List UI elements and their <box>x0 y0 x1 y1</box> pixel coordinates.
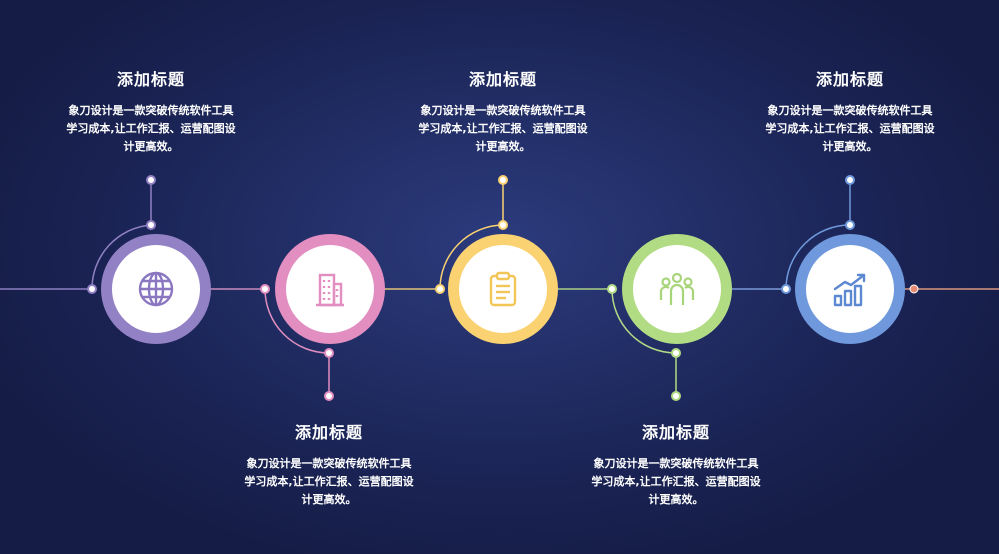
step-node-4 <box>622 234 732 344</box>
step-4-text: 添加标题 象刀设计是一款突破传统软件工具学习成本,让工作汇报、运营配图设计更高效… <box>576 423 776 509</box>
clipboard-icon <box>489 271 517 307</box>
step-description: 象刀设计是一款突破传统软件工具学习成本,让工作汇报、运营配图设计更高效。 <box>591 457 761 506</box>
step-3-text: 添加标题 象刀设计是一款突破传统软件工具学习成本,让工作汇报、运营配图设计更高效… <box>403 70 603 156</box>
connector-dot <box>671 348 681 358</box>
step-node-3 <box>448 234 558 344</box>
connector-dot <box>671 391 681 401</box>
step-title: 添加标题 <box>468 70 537 89</box>
connector-dot <box>498 220 508 230</box>
timeline-end-dot <box>909 284 919 294</box>
connector-dot <box>146 175 156 185</box>
step-title: 添加标题 <box>294 423 363 442</box>
connector-dot <box>498 175 508 185</box>
step-description: 象刀设计是一款突破传统软件工具学习成本,让工作汇报、运营配图设计更高效。 <box>418 104 588 153</box>
connector-arc <box>785 224 851 290</box>
step-title: 添加标题 <box>641 423 710 442</box>
step-node-face <box>112 245 200 333</box>
connector-arc <box>91 224 152 290</box>
connector-dot <box>435 284 445 294</box>
step-description: 象刀设计是一款突破传统软件工具学习成本,让工作汇报、运营配图设计更高效。 <box>765 104 935 153</box>
step-description: 象刀设计是一款突破传统软件工具学习成本,让工作汇报、运营配图设计更高效。 <box>244 457 414 506</box>
connector-dot <box>87 284 97 294</box>
step-title: 添加标题 <box>116 70 185 89</box>
step-node-face <box>806 245 894 333</box>
connector-arc <box>439 224 504 290</box>
step-description: 象刀设计是一款突破传统软件工具学习成本,让工作汇报、运营配图设计更高效。 <box>66 104 236 153</box>
step-title: 添加标题 <box>815 70 884 89</box>
step-node-face <box>633 245 721 333</box>
connector-arc <box>264 288 330 354</box>
connector-dot <box>607 284 617 294</box>
connector-dot <box>324 348 334 358</box>
step-1-text: 添加标题 象刀设计是一款突破传统软件工具学习成本,让工作汇报、运营配图设计更高效… <box>51 70 251 156</box>
connector-dot <box>781 284 791 294</box>
step-node-face <box>286 245 374 333</box>
globe-icon <box>138 271 174 307</box>
connector-dot <box>845 175 855 185</box>
connector-arc <box>611 288 677 354</box>
connector-dot <box>845 220 855 230</box>
step-node-5 <box>795 234 905 344</box>
step-node-face <box>459 245 547 333</box>
connector-dot <box>146 220 156 230</box>
connector-dot <box>260 284 270 294</box>
step-node-2 <box>275 234 385 344</box>
growth-chart-icon <box>833 273 866 307</box>
building-icon <box>316 273 344 307</box>
connector-dot <box>324 391 334 401</box>
step-5-text: 添加标题 象刀设计是一款突破传统软件工具学习成本,让工作汇报、运营配图设计更高效… <box>750 70 950 156</box>
team-icon <box>659 272 695 305</box>
step-2-text: 添加标题 象刀设计是一款突破传统软件工具学习成本,让工作汇报、运营配图设计更高效… <box>229 423 429 509</box>
step-node-1 <box>101 234 211 344</box>
